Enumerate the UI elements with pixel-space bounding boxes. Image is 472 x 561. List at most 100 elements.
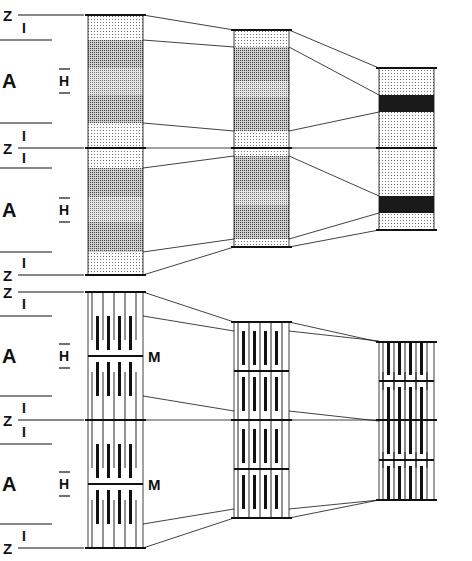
band-letter: Z bbox=[3, 141, 12, 156]
z-line bbox=[85, 274, 146, 276]
projection-line bbox=[289, 112, 379, 131]
thin-filament bbox=[136, 292, 137, 340]
projection-line bbox=[289, 420, 379, 421]
thin-filament bbox=[271, 322, 272, 370]
z-line bbox=[231, 29, 292, 31]
stripe-band bbox=[88, 68, 143, 95]
thin-filament bbox=[125, 292, 126, 340]
projection-line bbox=[289, 500, 379, 509]
thick-filament bbox=[107, 444, 110, 478]
thin-filament bbox=[238, 420, 239, 468]
label-guides bbox=[0, 15, 84, 548]
z-line bbox=[376, 67, 437, 69]
thick-filament bbox=[387, 420, 390, 454]
z-guide bbox=[18, 420, 84, 421]
thin-filament bbox=[125, 420, 126, 468]
projection-line bbox=[143, 396, 234, 411]
thick-filament bbox=[118, 490, 121, 524]
column-outline bbox=[234, 30, 289, 247]
projection-line bbox=[143, 518, 234, 548]
projection-line bbox=[289, 47, 379, 95]
a-guide bbox=[0, 168, 52, 169]
z-line bbox=[231, 517, 292, 519]
thick-filament bbox=[129, 362, 132, 396]
band-letter: A bbox=[2, 346, 16, 366]
stripe-band bbox=[88, 168, 143, 252]
thick-filament bbox=[398, 420, 401, 454]
stripe-band bbox=[234, 190, 289, 205]
thick-filament bbox=[242, 377, 245, 411]
band-letter: I bbox=[22, 21, 26, 35]
band-letter: A bbox=[2, 474, 16, 494]
thin-filament bbox=[282, 470, 283, 518]
thin-filament bbox=[427, 372, 428, 420]
z-line bbox=[376, 419, 437, 421]
h-bar bbox=[59, 471, 70, 472]
h-bar bbox=[59, 367, 70, 368]
band-letter: Z bbox=[3, 285, 12, 300]
h-bar bbox=[59, 343, 70, 344]
z-line bbox=[231, 321, 292, 323]
h-bar bbox=[59, 221, 70, 222]
band-letter: A bbox=[2, 200, 16, 220]
thin-filament bbox=[416, 372, 417, 420]
thin-filament bbox=[249, 322, 250, 370]
thick-filament bbox=[253, 377, 256, 411]
thin-filament bbox=[103, 420, 104, 468]
thick-filament bbox=[409, 420, 412, 454]
h-bar bbox=[59, 495, 70, 496]
thick-filament bbox=[129, 490, 132, 524]
thick-filament bbox=[264, 475, 267, 509]
stripe-band bbox=[379, 196, 434, 213]
stripe-band bbox=[234, 47, 289, 131]
thin-filament bbox=[103, 292, 104, 340]
thin-filament bbox=[114, 500, 115, 548]
thick-filament bbox=[387, 387, 390, 421]
band-letter: M bbox=[148, 349, 161, 364]
thick-filament bbox=[275, 475, 278, 509]
z-line bbox=[85, 14, 146, 16]
band-letter: I bbox=[22, 129, 26, 143]
thin-filament bbox=[125, 372, 126, 420]
thin-filament bbox=[271, 372, 272, 420]
thick-filament bbox=[242, 331, 245, 365]
projection-line bbox=[143, 156, 234, 168]
a-guide bbox=[0, 524, 52, 525]
band-letter: H bbox=[59, 349, 69, 363]
filament-panel bbox=[85, 292, 437, 548]
thin-filament bbox=[92, 500, 93, 548]
m-line bbox=[88, 483, 143, 485]
band-letter: Z bbox=[3, 541, 12, 556]
band-letter: I bbox=[22, 256, 26, 270]
thin-filament bbox=[249, 420, 250, 468]
thin-filament bbox=[92, 372, 93, 420]
thin-filament bbox=[125, 500, 126, 548]
thin-filament bbox=[271, 420, 272, 468]
thick-filament bbox=[264, 377, 267, 411]
thick-filament bbox=[129, 316, 132, 350]
thin-filament bbox=[136, 500, 137, 548]
stripe-band bbox=[88, 40, 143, 123]
h-bar bbox=[59, 92, 70, 93]
z-line bbox=[376, 229, 437, 231]
z-line bbox=[376, 147, 437, 149]
thick-filament bbox=[264, 429, 267, 463]
band-letter: H bbox=[59, 74, 69, 88]
band-letter: I bbox=[22, 151, 26, 165]
thick-filament bbox=[275, 429, 278, 463]
thin-filament bbox=[238, 470, 239, 518]
thin-filament bbox=[282, 322, 283, 370]
thick-filament bbox=[387, 466, 390, 500]
z-line bbox=[376, 499, 437, 501]
thin-filament bbox=[249, 372, 250, 420]
z-line bbox=[231, 147, 292, 149]
projection-line bbox=[143, 40, 234, 47]
m-line bbox=[88, 355, 143, 357]
stripe-band bbox=[234, 156, 289, 239]
thick-filament bbox=[107, 362, 110, 396]
projection-line bbox=[143, 239, 234, 252]
h-bar bbox=[59, 68, 70, 69]
a-guide bbox=[0, 444, 52, 445]
